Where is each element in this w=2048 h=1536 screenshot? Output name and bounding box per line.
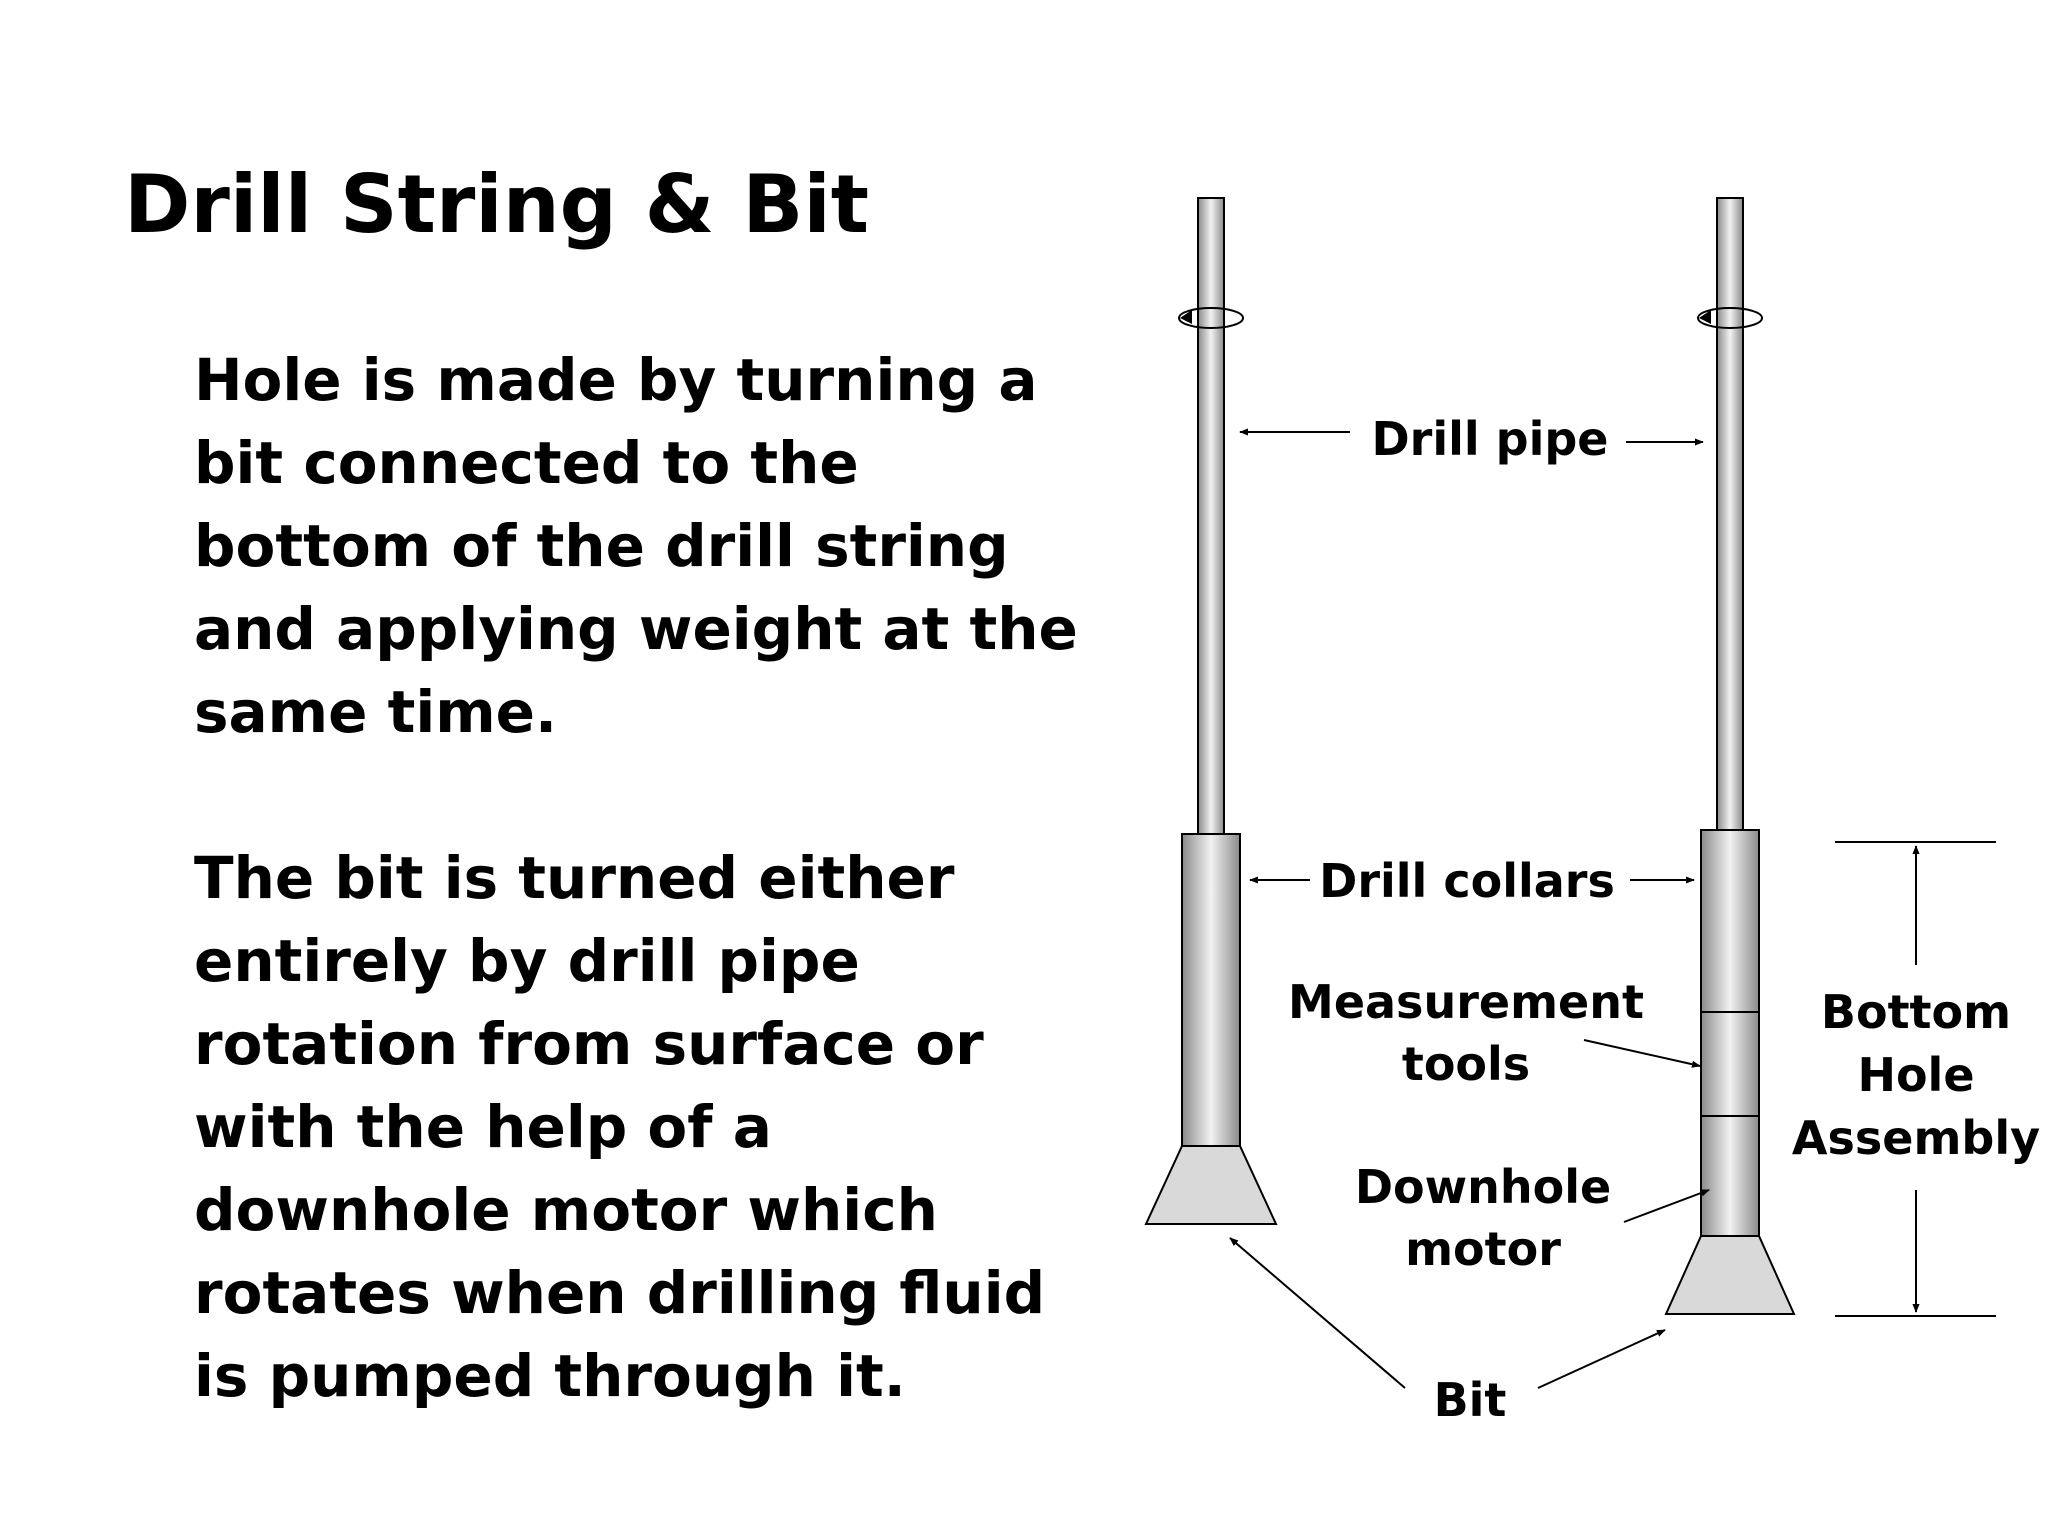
bit-arrow-left <box>1229 1237 1406 1389</box>
paragraph-line: entirely by drill pipe <box>194 927 860 995</box>
right-drill-collar <box>1700 829 1760 1013</box>
paragraph-line: Hole is made by turning a <box>194 346 1038 414</box>
paragraph-bit-turned: The bit is turned either entirely by dri… <box>194 837 1074 1418</box>
measurement-tools-arrow <box>1583 1039 1701 1068</box>
left-drill-collar <box>1181 833 1241 1147</box>
paragraph-line: is pumped through it. <box>194 1342 906 1410</box>
paragraph-line: downhole motor which <box>194 1176 938 1244</box>
left-drill-string <box>1144 197 1278 1225</box>
paragraph-line: rotates when drilling fluid <box>194 1259 1046 1327</box>
bha-label-line2: Hole <box>1857 1048 1974 1102</box>
slide-title: Drill String & Bit <box>124 158 870 251</box>
paragraph-line: and applying weight at the <box>194 595 1078 663</box>
bha-label-line3: Assembly <box>1792 1111 2040 1165</box>
downhole-motor-label-line2: motor <box>1405 1222 1561 1276</box>
paragraph-line: same time. <box>194 678 558 746</box>
paragraph-hole-made: Hole is made by turning a bit connected … <box>194 339 1078 754</box>
measurement-tools-label-line2: tools <box>1402 1037 1530 1091</box>
left-rotation-icon <box>1178 307 1244 329</box>
right-bit <box>1664 1235 1796 1315</box>
paragraph-line: The bit is turned either <box>194 844 955 912</box>
drill-collars-label: Drill collars <box>1319 854 1615 908</box>
paragraph-line: with the help of a <box>194 1093 772 1161</box>
paragraph-line: bottom of the drill string <box>194 512 1009 580</box>
drill-pipe-label: Drill pipe <box>1371 412 1608 466</box>
right-measurement-tool <box>1700 1011 1760 1117</box>
right-rotation-arrow-icon <box>1699 310 1711 324</box>
left-drill-pipe <box>1197 197 1225 835</box>
right-rotation-icon <box>1697 307 1763 329</box>
bit-arrow-right <box>1537 1329 1666 1389</box>
left-rotation-arrow-icon <box>1180 310 1192 324</box>
measurement-tools-label-line1: Measurement <box>1288 975 1644 1029</box>
right-drill-string <box>1664 197 1796 1315</box>
downhole-motor-arrow <box>1623 1189 1710 1223</box>
bit-label: Bit <box>1434 1373 1507 1427</box>
left-bit <box>1144 1145 1278 1225</box>
right-drill-pipe <box>1716 197 1744 831</box>
paragraph-line: bit connected to the <box>194 429 859 497</box>
downhole-motor-label-line1: Downhole <box>1355 1160 1611 1214</box>
right-downhole-motor <box>1700 1115 1760 1237</box>
paragraph-line: rotation from surface or <box>194 1010 984 1078</box>
bha-label-line1: Bottom <box>1821 985 2011 1039</box>
